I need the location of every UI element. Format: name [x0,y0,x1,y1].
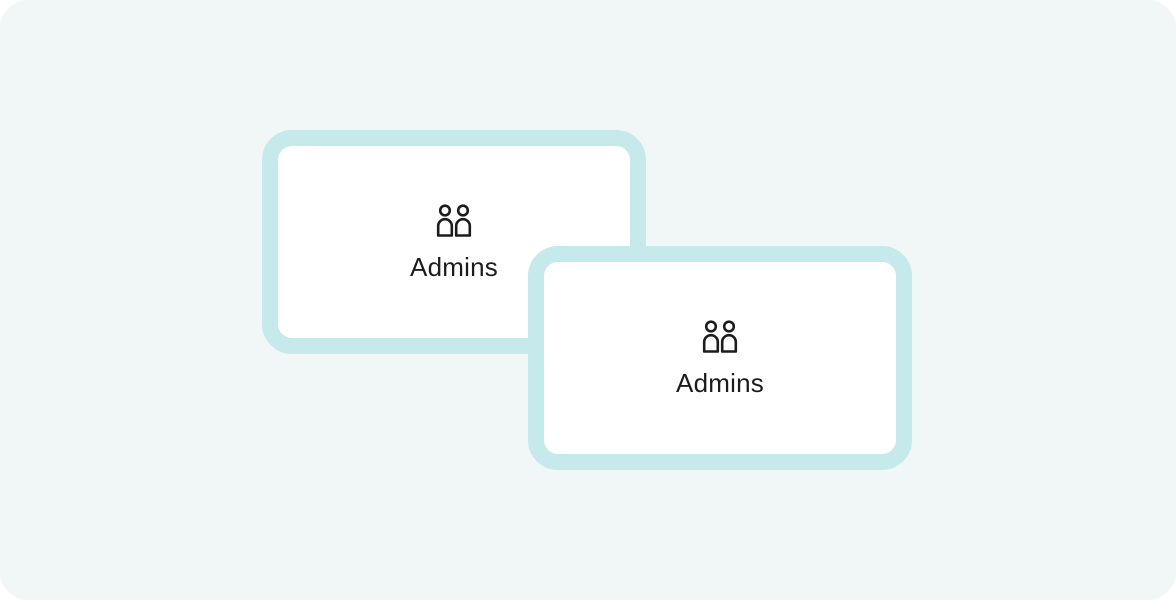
user-group-icon [702,320,738,353]
card-label: Admins [676,368,764,398]
admins-card-back[interactable]: Admins [262,130,646,354]
card-label: Admins [410,252,498,282]
admins-card-front[interactable]: Admins [528,246,912,470]
user-group-icon [436,204,472,237]
